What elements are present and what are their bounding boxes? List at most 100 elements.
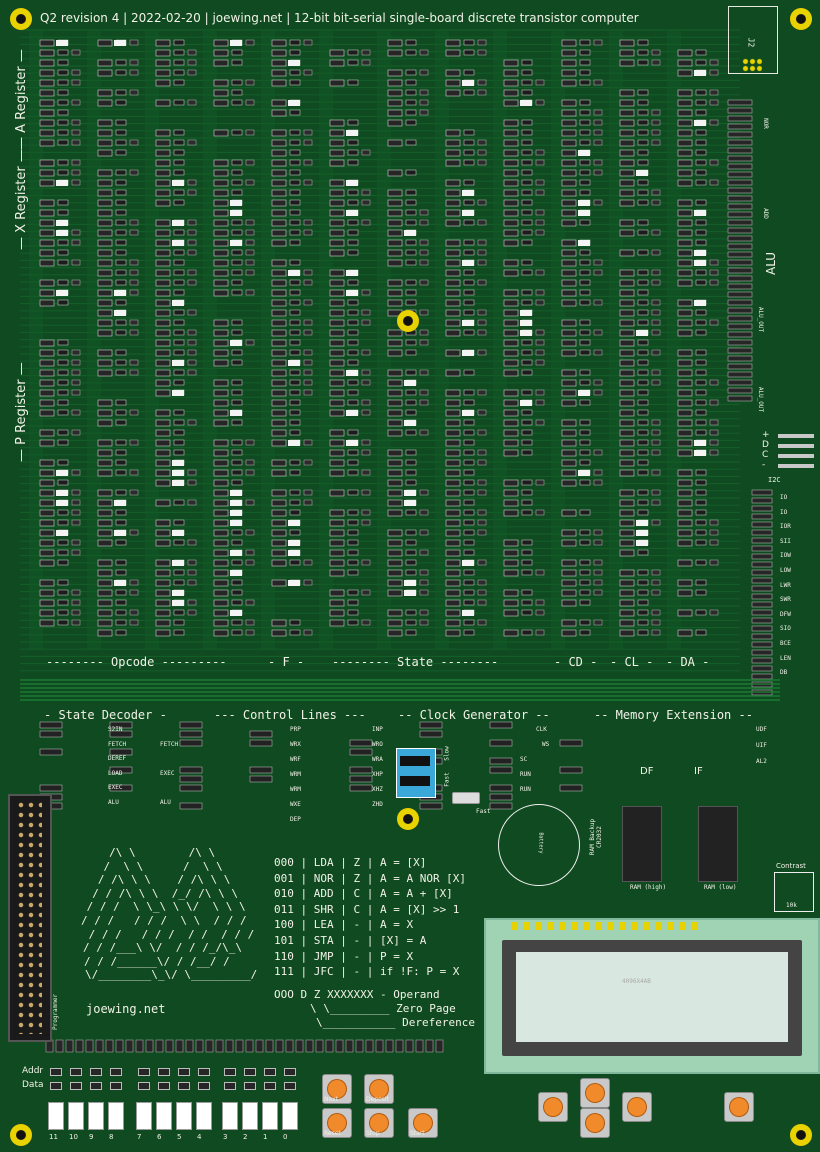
clock-label-5: Fast	[443, 772, 451, 787]
addr-led-8	[224, 1068, 236, 1076]
addr-label: Addr	[22, 1066, 44, 1076]
control-left-2: WRF	[290, 756, 301, 763]
site-label: joewing.net	[86, 1002, 166, 1016]
data-led-6	[178, 1082, 190, 1090]
right-signal-label-0: IO	[780, 494, 788, 501]
bit-switch-9[interactable]	[242, 1102, 258, 1130]
data-led-7	[198, 1082, 210, 1090]
data-label: Data	[22, 1080, 44, 1090]
alu-label: ALU	[764, 251, 778, 275]
logo-art-line-3: / / /\ \ \ /_/ /\ \ \	[79, 886, 238, 900]
right-signal-label-10: BCE	[780, 640, 791, 647]
control-right-3: XHP	[372, 771, 383, 778]
x-register-label: — X Register —	[14, 149, 29, 250]
data-led-5	[158, 1082, 170, 1090]
control-left-5: WXE	[290, 801, 301, 808]
keypad-button-4[interactable]	[724, 1092, 754, 1122]
crystal	[452, 792, 480, 804]
ram-high-chip	[622, 806, 662, 882]
bit-label-1: 10	[69, 1133, 78, 1141]
logo-art-line-8: / / /______\/ / /__/ /	[84, 954, 230, 968]
reset-button[interactable]	[322, 1108, 352, 1138]
right-signal-label-5: LOW	[780, 567, 791, 574]
clock-label-6: Slow	[443, 746, 451, 761]
control-right-4: XHZ	[372, 786, 383, 793]
addr-led-9	[244, 1068, 256, 1076]
addr-led-7	[198, 1068, 210, 1076]
bit-switch-10[interactable]	[262, 1102, 278, 1130]
state-decoder-label-5: ALU	[108, 798, 119, 806]
instruction-row-3: 011 | SHR | C | A = [X] >> 1	[274, 902, 460, 916]
mounting-hole-mid	[397, 310, 419, 332]
field-cl: - CL -	[610, 655, 654, 669]
state-decoder-heading: - State Decoder -	[44, 708, 167, 722]
control-lines-heading: --- Control Lines ---	[214, 708, 366, 722]
control-left-1: WRX	[290, 741, 301, 748]
clock-switch-slot-2	[400, 776, 430, 786]
bit-switch-8[interactable]	[222, 1102, 238, 1130]
bit-switch-11[interactable]	[282, 1102, 298, 1130]
mounting-hole-tr	[790, 8, 812, 30]
deposit-button[interactable]	[364, 1074, 394, 1104]
stop-button-label: Stop	[366, 1130, 380, 1137]
bit-label-9: 2	[243, 1133, 248, 1141]
data-led-1	[70, 1082, 82, 1090]
bit-switch-7[interactable]	[196, 1102, 212, 1130]
memory-label-4: IF	[694, 766, 703, 777]
data-led-9	[244, 1082, 256, 1090]
start-button[interactable]	[408, 1108, 438, 1138]
keypad-button-3[interactable]	[622, 1092, 652, 1122]
ram-low-label: RAM (low)	[704, 884, 737, 891]
right-signal-label-6: LWR	[780, 581, 791, 589]
memory-label-1: UIF	[756, 742, 767, 749]
bit-switch-3[interactable]	[108, 1102, 124, 1130]
addr-led-3	[110, 1068, 122, 1076]
encoding-dereference: \___________ Dereference	[316, 1016, 475, 1029]
instruction-row-4: 100 | LEA | - | A = X	[274, 918, 414, 932]
p-register-label: — P Register —	[14, 362, 29, 462]
keypad-button-1[interactable]	[580, 1078, 610, 1108]
ram-high-label: RAM (high)	[630, 884, 667, 891]
next-button[interactable]	[322, 1074, 352, 1104]
ram-backup-label: RAM Backup CR2032	[589, 818, 604, 856]
state-decoder-label-1: FETCH	[108, 740, 127, 748]
bit-label-11: 0	[283, 1133, 288, 1141]
logo-art-line-0: /\ \ /\ \	[76, 846, 216, 859]
i2c-pin-1	[778, 444, 814, 448]
alu-out-label-1: ALU_OUT	[757, 306, 765, 333]
clock-generator-heading: -- Clock Generator --	[398, 708, 550, 722]
i2c-pin-3	[778, 464, 814, 468]
clock-label-2: SC	[520, 756, 528, 763]
keypad-button-2[interactable]	[580, 1108, 610, 1138]
memory-label-3: DF	[640, 766, 654, 777]
state-decoder-label-0: S2IN	[108, 726, 123, 733]
bit-switch-4[interactable]	[136, 1102, 152, 1130]
keypad-button-0[interactable]	[538, 1092, 568, 1122]
data-led-4	[138, 1082, 150, 1090]
field-da: - DA -	[666, 655, 710, 669]
addr-led-1	[70, 1068, 82, 1076]
addr-led-11	[284, 1068, 296, 1076]
clock-label-7: Fast	[476, 808, 491, 815]
control-left-6: DEP	[290, 816, 301, 823]
field-state: -------- State --------	[332, 655, 499, 669]
next-button-label: Next	[324, 1096, 338, 1103]
i2c-pin-2	[778, 454, 814, 458]
right-signal-label-11: LEN	[780, 654, 791, 662]
bit-switch-2[interactable]	[88, 1102, 104, 1130]
state-decoder-label-2: DEREF	[108, 755, 127, 762]
bit-switch-1[interactable]	[68, 1102, 84, 1130]
contrast-pot[interactable]	[774, 872, 814, 912]
bit-switch-6[interactable]	[176, 1102, 192, 1130]
stop-button[interactable]	[364, 1108, 394, 1138]
alu-out-label-2: ALU_OUT	[757, 386, 765, 413]
bit-label-4: 7	[137, 1133, 142, 1141]
clock-label-0: CLK	[536, 726, 547, 733]
mounting-hole-tl	[10, 8, 32, 30]
clock-label-4: RUN	[520, 786, 531, 793]
bit-switch-0[interactable]	[48, 1102, 64, 1130]
start-button-label: Start	[410, 1130, 425, 1137]
bit-switch-5[interactable]	[156, 1102, 172, 1130]
memory-label-2: AL2	[756, 758, 767, 765]
